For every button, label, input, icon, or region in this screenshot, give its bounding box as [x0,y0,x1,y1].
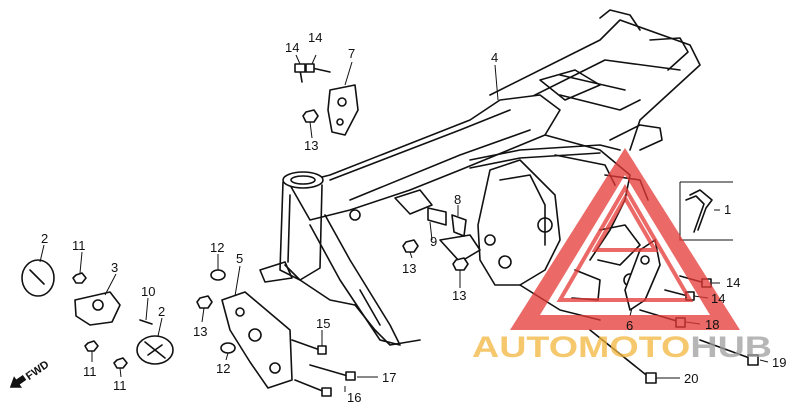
callout-10: 10 [141,284,155,299]
callout-17: 17 [382,370,396,385]
callout-9: 9 [430,234,437,249]
bolt-14-d [664,289,689,297]
callout-8: 8 [454,192,461,207]
callout-11: 11 [113,378,127,393]
bolt-15 [291,339,321,351]
callout-3: 3 [111,260,118,275]
clamp-8 [451,214,467,237]
callout-13: 13 [452,288,466,303]
callout-14: 14 [711,291,725,306]
callout-12: 12 [216,361,230,376]
callout-18: 18 [705,317,719,332]
bolt-14-b [311,67,331,73]
nut-13-c [452,257,469,271]
callout-13: 13 [402,261,416,276]
nut-11-c [113,357,128,369]
bracket-7 [327,84,359,136]
callout-2: 2 [158,304,165,319]
bolt-16 [294,379,326,393]
callout-labels: 14 14 7 13 4 2 11 3 10 2 11 11 12 5 13 1… [41,30,786,405]
callout-13: 13 [193,324,207,339]
callout-14: 14 [308,30,322,45]
bolt-10 [139,319,153,325]
callout-7: 7 [348,46,355,61]
nut-13-b [402,239,419,253]
callout-13: 13 [304,138,318,153]
callout-15: 15 [316,316,330,331]
clamp-9 [427,207,447,226]
watermark-triangle-icon [510,148,740,330]
bolt-20 [589,329,651,379]
callout-6: 6 [626,318,633,333]
nut-13-a [302,109,319,123]
washer-12-b [220,342,236,354]
callout-14: 14 [726,275,740,290]
callout-20: 20 [684,371,698,386]
hose-1 [689,189,713,231]
callout-14: 14 [285,40,299,55]
forward-arrow: FWD [9,359,51,388]
frame-body [259,9,701,346]
callout-16: 16 [347,390,361,405]
nut-11-a [72,272,87,284]
callout-4: 4 [491,50,498,65]
fwd-label: FWD [24,359,51,383]
bracket-3 [74,291,121,326]
callout-19: 19 [772,355,786,370]
callout-11: 11 [83,364,97,379]
bolt-19 [699,339,756,361]
callout-1: 1 [724,202,731,217]
callout-5: 5 [236,251,243,266]
callout-11: 11 [72,238,86,253]
nut-13-d [196,295,213,309]
callout-2: 2 [41,231,48,246]
callout-12: 12 [210,240,224,255]
nut-11-b [84,340,99,352]
bolt-17 [309,364,349,377]
washer-12-a [210,269,226,281]
